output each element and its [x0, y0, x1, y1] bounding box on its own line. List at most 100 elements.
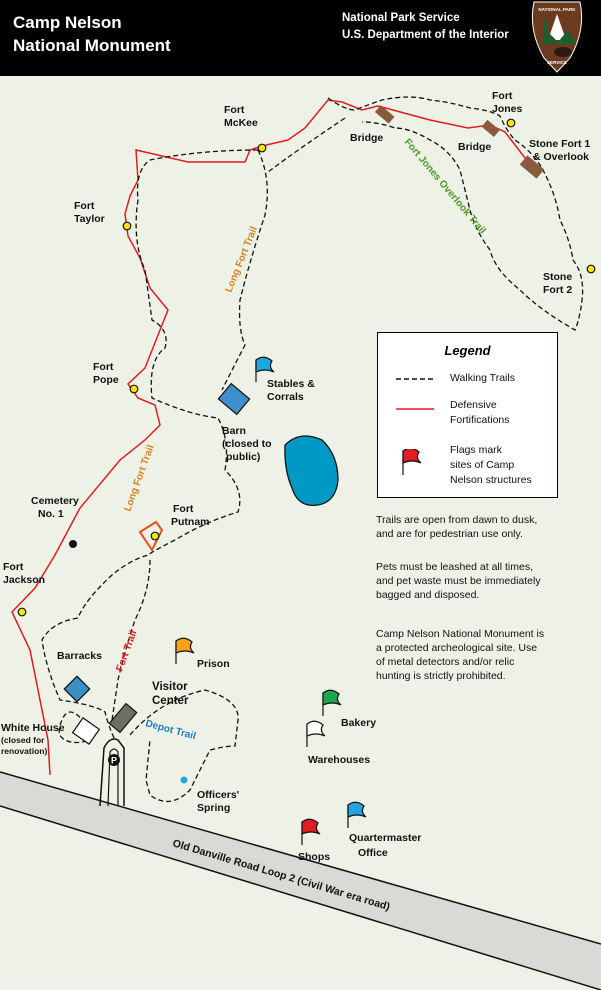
barn-label-1: Barn: [222, 425, 246, 437]
legend-flags-line2: sites of Camp: [450, 459, 515, 471]
note-arch-line4: hunting is strictly prohibited.: [376, 670, 506, 682]
shops-flag-icon[interactable]: [301, 818, 321, 845]
fort-putnam-label-2: Putnam: [171, 516, 210, 528]
nps-arrowhead-logo: NATIONAL PARK SERVICE: [531, 1, 583, 73]
note-hours-line1: Trails are open from dawn to dusk,: [376, 514, 538, 526]
bridge-1: [374, 105, 395, 124]
fort-mckee-label-1: Fort: [224, 104, 245, 116]
legend-flag-icon: [402, 449, 422, 475]
stables-flag-icon[interactable]: [255, 356, 275, 382]
stone-fort-1-label-1: Stone Fort 1: [529, 138, 590, 150]
fort-taylor-label-1: Fort: [74, 200, 95, 212]
white-house-label-2: (closed for: [1, 735, 45, 745]
cemetery-marker[interactable]: [69, 540, 77, 548]
warehouses-flag-icon[interactable]: [306, 720, 326, 747]
pond: [284, 435, 339, 507]
map-canvas: Old Danville Road Loop 2 (Civil War era …: [0, 90, 601, 990]
parking-icon: [108, 754, 120, 766]
agency-line2: U.S. Department of the Interior: [342, 29, 509, 41]
stables-label-2: Corrals: [267, 391, 304, 403]
note-arch-line1: Camp Nelson National Monument is: [376, 628, 545, 640]
note-pets-line2: and pet waste must be immediately: [376, 575, 541, 587]
barn-label-2: (closed to: [222, 438, 272, 450]
stables-label-1: Stables &: [267, 378, 315, 390]
note-arch-line3: of metal detectors and/or relic: [376, 656, 515, 668]
officers-spring-label-2: Spring: [197, 802, 230, 814]
prison-label: Prison: [197, 658, 230, 670]
quartermaster-label-1: Quartermaster: [349, 832, 421, 844]
defensive-fortification-line: [11, 99, 534, 776]
map-title-line1: Camp Nelson: [13, 13, 122, 32]
note-archeology: Camp Nelson National Monument is a prote…: [376, 627, 591, 683]
legend-fortification-swatch: [396, 408, 434, 410]
officers-spring-label-1: Officers': [197, 789, 239, 801]
fort-jones-marker[interactable]: [506, 118, 516, 128]
barracks-building: [63, 675, 91, 703]
legend-defensive-line2: Fortifications: [450, 414, 510, 426]
stone-fort-2-marker[interactable]: [586, 264, 596, 274]
agency-line1: National Park Service: [342, 12, 460, 24]
fort-pope-marker[interactable]: [129, 384, 139, 394]
legend-flags-line3: Nelson structures: [450, 474, 532, 486]
fort-jackson-label-2: Jackson: [3, 574, 45, 586]
visitor-center-label-2: Center: [152, 695, 189, 707]
cemetery-label-2: No. 1: [38, 508, 64, 520]
white-house-label-3: renovation): [1, 746, 47, 756]
note-pets-line1: Pets must be leashed at all times,: [376, 561, 533, 573]
fort-jackson-label-1: Fort: [3, 561, 24, 573]
white-house-building: [71, 717, 101, 745]
legend-flags-line1: Flags mark: [450, 444, 502, 456]
barn-building: [217, 382, 251, 416]
quartermaster-label-2: Office: [358, 847, 388, 859]
map-legend: Legend Walking Trails Defensive Fortific…: [377, 332, 558, 498]
legend-title: Legend: [444, 343, 491, 358]
walking-trails: [41, 96, 584, 802]
fort-putnam-marker[interactable]: [150, 531, 160, 541]
shops-label: Shops: [298, 851, 330, 863]
bakery-flag-icon[interactable]: [322, 689, 342, 716]
fort-taylor-marker[interactable]: [122, 221, 132, 231]
header-bar: Camp Nelson National Monument National P…: [0, 0, 601, 76]
legend-walking-trails: Walking Trails: [450, 372, 515, 384]
fort-jones-label-2: Jones: [492, 103, 523, 115]
logo-text-bottom: SERVICE: [547, 60, 567, 65]
bridge-2: [481, 119, 500, 137]
old-danville-road: Old Danville Road Loop 2 (Civil War era …: [0, 771, 601, 990]
visitor-center-building: [108, 702, 138, 734]
barracks-label: Barracks: [57, 650, 102, 662]
fort-pope-label-1: Fort: [93, 361, 114, 373]
fort-mckee-label-2: McKee: [224, 117, 258, 129]
note-hours: Trails are open from dawn to dusk, and a…: [376, 513, 591, 541]
legend-trail-swatch: [396, 378, 434, 380]
fort-putnam-outline: [138, 520, 164, 552]
warehouses-label: Warehouses: [308, 754, 370, 766]
bakery-label: Bakery: [341, 717, 376, 729]
stone-fort-1-label-2: & Overlook: [533, 151, 589, 163]
barn-label-3: public): [226, 451, 260, 463]
prison-flag-icon[interactable]: [175, 637, 195, 664]
bridge-label-1: Bridge: [350, 132, 383, 144]
quartermaster-flag-icon[interactable]: [347, 801, 367, 828]
white-house-label-1: White House: [1, 722, 65, 734]
fort-jackson-marker[interactable]: [17, 607, 27, 617]
officers-spring-marker[interactable]: [180, 776, 188, 784]
legend-defensive-line1: Defensive: [450, 399, 497, 411]
fort-mckee-marker[interactable]: [257, 143, 267, 153]
parking-label: P: [111, 756, 117, 766]
fort-pope-label-2: Pope: [93, 374, 119, 386]
depot-trail-label: Depot Trail: [144, 718, 197, 742]
cemetery-label-1: Cemetery: [31, 495, 79, 507]
note-pets-line3: bagged and disposed.: [376, 589, 480, 601]
logo-text-top: NATIONAL PARK: [538, 7, 576, 12]
map-title-line2: National Monument: [13, 36, 171, 55]
stone-fort-1-overlook: [519, 155, 545, 179]
note-pets: Pets must be leashed at all times, and p…: [376, 560, 591, 602]
stone-fort-2-label-1: Stone: [543, 271, 572, 283]
note-arch-line2: a protected archeological site. Use: [376, 642, 538, 654]
long-fort-trail-label-upper: Long Fort Trail: [224, 225, 261, 294]
visitor-center-label-1: Visitor: [152, 681, 188, 693]
bridge-label-2: Bridge: [458, 141, 491, 153]
note-hours-line2: and are for pedestrian use only.: [376, 528, 523, 540]
fort-trail-label: Fort Trail: [114, 629, 139, 673]
